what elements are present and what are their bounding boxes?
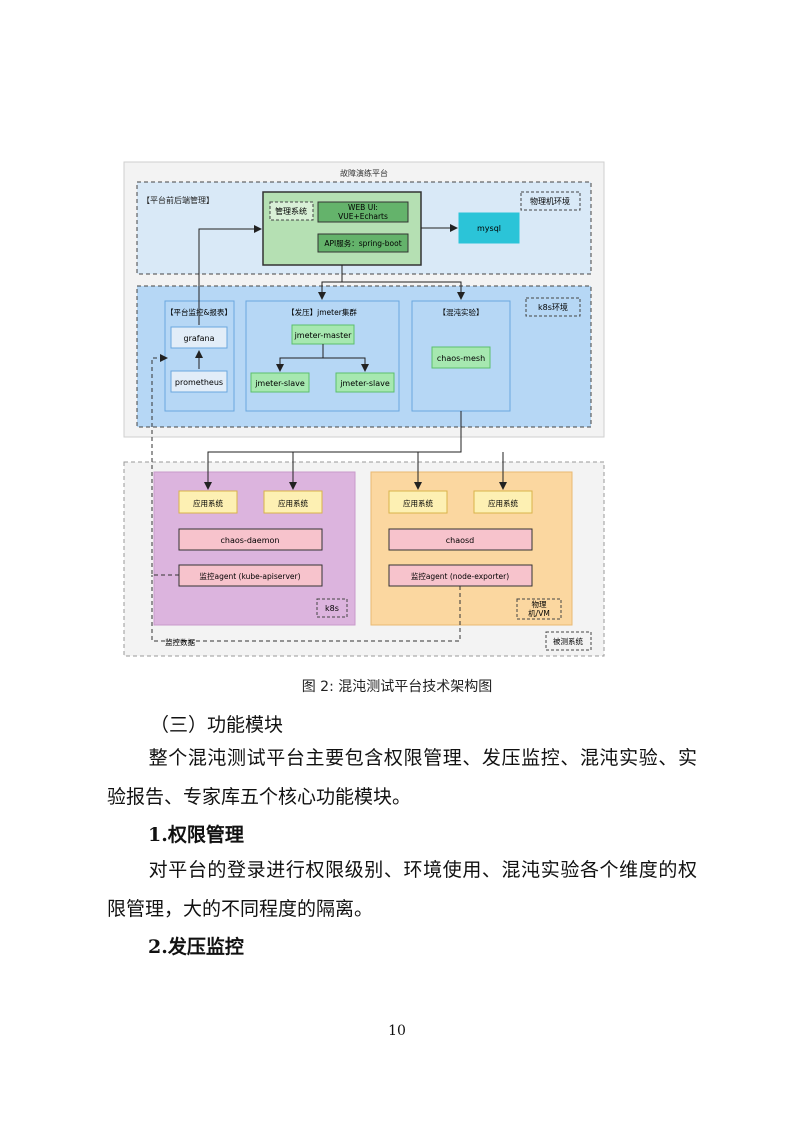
chaos-mesh-label: chaos-mesh [437, 354, 485, 363]
app-system-label-2: 应用系统 [278, 498, 308, 508]
manage-system-box [269, 201, 314, 221]
mysql-box [458, 212, 520, 244]
app-system-label-1: 应用系统 [193, 498, 223, 508]
web-ui-label-2: VUE+Echarts [338, 212, 388, 221]
physical-vm-label-1: 物理 [532, 599, 547, 609]
k8s-zone [136, 285, 592, 428]
app-system-box-1 [178, 490, 238, 514]
api-service-label: API服务：spring-boot [324, 238, 401, 248]
target-system-label: 被测系统 [553, 636, 583, 646]
chaos-mesh-box [431, 346, 491, 369]
physical-env-label: 物理机环境 [530, 196, 570, 206]
chaos-daemon-label: chaos-daemon [221, 536, 280, 545]
k8s-badge-label: k8s [325, 604, 339, 613]
api-service-box [317, 233, 409, 253]
section-heading: （三）功能模块 [150, 714, 284, 736]
web-ui-box [317, 201, 409, 223]
k8s-env-label: k8s环境 [538, 302, 568, 312]
jmeter-master-label: jmeter-master [294, 331, 353, 340]
app-system-label-4: 应用系统 [488, 498, 518, 508]
web-ui-label-1: WEB UI: [348, 203, 378, 212]
chaos-daemon-box [178, 528, 323, 551]
platform-title: 故障演练平台 [340, 168, 388, 178]
agent-node-label: 监控agent (node-exporter) [411, 571, 509, 581]
mysql-label: mysql [477, 224, 501, 233]
physical-vm-badge [516, 598, 562, 620]
jmeter-zone-label: 【发压】jmeter集群 [287, 307, 357, 317]
k8s-badge [316, 598, 348, 618]
paragraph-1-text: 整个混沌测试平台主要包含权限管理、发压监控、混沌实验、实验报告、专家库五个核心功… [107, 747, 697, 808]
app-system-box-3 [388, 490, 448, 514]
monitor-data-path [151, 354, 461, 642]
app-system-box-4 [473, 490, 533, 514]
jmeter-slave-box-1 [250, 372, 310, 393]
monitor-data-label: 监控数据 [165, 637, 195, 647]
connectors [195, 224, 507, 490]
paragraph-2-text: 对平台的登录进行权限级别、环境使用、混沌实验各个维度的权限管理，大的不同程度的隔… [107, 859, 697, 920]
paragraph-2: 对平台的登录进行权限级别、环境使用、混沌实验各个维度的权限管理，大的不同程度的隔… [107, 851, 697, 929]
agent-k8s-label: 监控agent (kube-apiserver) [199, 571, 300, 581]
grafana-label: grafana [184, 334, 215, 343]
frontend-zone-label: 【平台前后端管理】 [142, 195, 214, 205]
k8s-env-badge [525, 297, 581, 317]
app-system-box-2 [263, 490, 323, 514]
jmeter-slave-label-2: jmeter-slave [339, 379, 390, 388]
manage-system-label: 管理系统 [275, 206, 307, 216]
app-system-label-3: 应用系统 [403, 498, 433, 508]
jmeter-slave-box-2 [335, 372, 395, 393]
jmeter-slave-label-1: jmeter-slave [254, 379, 305, 388]
physical-env-badge [520, 191, 581, 211]
chaos-experiment-label: 【混沌实验】 [439, 307, 484, 317]
prometheus-label: prometheus [175, 378, 223, 387]
paragraph-1: 整个混沌测试平台主要包含权限管理、发压监控、混沌实验、实验报告、专家库五个核心功… [107, 739, 697, 817]
grafana-box [170, 326, 228, 349]
heading-permission: 1.权限管理 [148, 824, 244, 846]
jmeter-zone [245, 300, 400, 412]
chaosd-label: chaosd [446, 536, 475, 545]
heading-load-monitor: 2.发压监控 [148, 936, 244, 958]
page-number: 10 [388, 1023, 406, 1039]
figure-caption: 图 2: 混沌测试平台技术架构图 [301, 679, 493, 695]
target-system-badge [545, 631, 592, 651]
architecture-diagram: 故障演练平台 【平台前后端管理】 物理机环境 管理系统 WEB UI: VUE+… [123, 161, 605, 657]
chaosd-box [388, 528, 533, 551]
prometheus-box [170, 370, 228, 393]
physical-vm-label-2: 机/VM [528, 608, 550, 618]
